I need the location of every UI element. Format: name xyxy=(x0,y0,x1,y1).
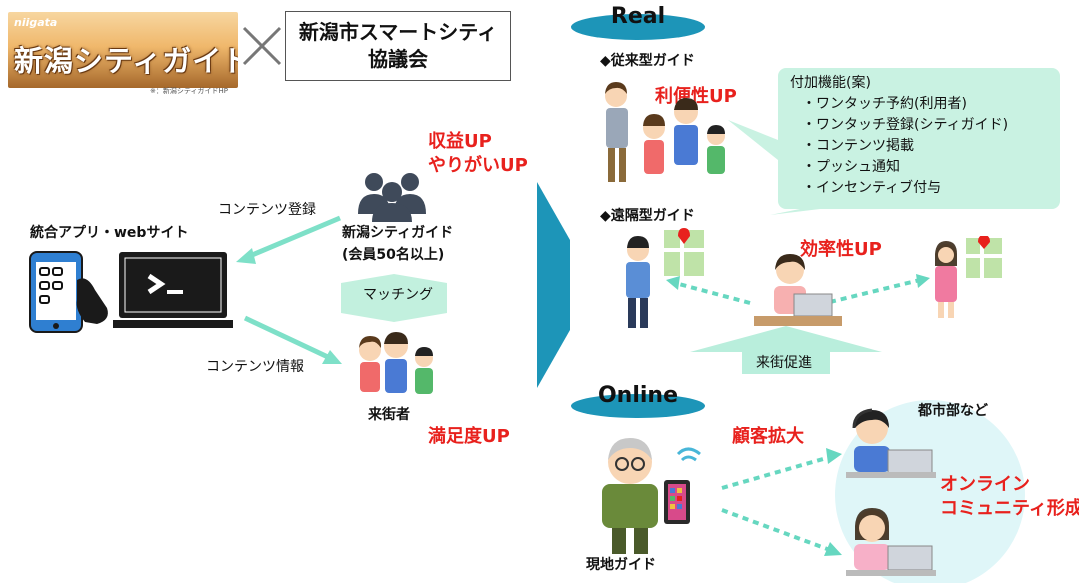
profit-up-label: 収益UP xyxy=(428,131,492,152)
visitors-label: 来街者 xyxy=(368,407,410,423)
urban-area-label: 都市部など xyxy=(918,403,988,419)
visitors-illustration xyxy=(359,332,433,394)
content-info-label: コンテンツ情報 xyxy=(206,359,304,375)
guide-name-line2: (会員50名以上) xyxy=(342,247,445,263)
online-arrow-upper xyxy=(721,455,831,490)
remote-guide-label: ◆遠隔型ガイド xyxy=(600,208,695,224)
remote-arrow-right xyxy=(829,278,921,304)
remote-guide-tourist-illustration xyxy=(626,228,704,328)
community-line1: オンライン xyxy=(940,474,1030,495)
council-line1: 新潟市スマートシティ xyxy=(298,20,498,44)
online-user-upper-illustration xyxy=(846,408,936,478)
content-register-arrow xyxy=(244,215,341,261)
laptop-terminal-icon xyxy=(113,252,233,328)
guide-name-line1: 新潟シティガイド xyxy=(342,225,454,241)
callout-item: ・ワンタッチ予約(利用者) xyxy=(802,96,967,112)
online-user-lower-illustration xyxy=(846,508,936,576)
online-title: Online xyxy=(597,383,679,408)
remote-arrow-left xyxy=(674,281,751,305)
callout-item: ・コンテンツ掲載 xyxy=(802,138,914,154)
logo-source-note: ※：新潟シティガイドHP xyxy=(150,87,228,95)
efficiency-up-label: 効率性UP xyxy=(800,239,882,260)
remote-guide-operator-illustration xyxy=(754,254,842,326)
online-pill xyxy=(571,394,705,418)
visit-promotion-label: 来街促進 xyxy=(756,355,812,371)
matching-arrow xyxy=(341,274,447,322)
big-chevron-arrow xyxy=(537,182,570,388)
cross-icon xyxy=(242,26,282,66)
council-line2: 協議会 xyxy=(368,47,428,71)
content-info-arrow xyxy=(243,315,332,361)
convenience-up-label: 利便性UP xyxy=(655,86,737,107)
additional-features-callout: 付加機能(案) ・ワンタッチ予約(利用者) ・ワンタッチ登録(シティガイド) ・… xyxy=(778,68,1060,209)
remote-tourist-woman-illustration xyxy=(935,236,1002,318)
guide-group-icon xyxy=(358,173,426,222)
callout-item: ・プッシュ通知 xyxy=(802,159,900,175)
motivation-up-label: やりがいUP xyxy=(428,155,528,176)
logo-main-text: 新潟シティガイド xyxy=(14,44,238,78)
local-guide-illustration xyxy=(602,438,701,554)
niigata-city-guide-logo: niigata 新潟シティガイド xyxy=(8,12,238,88)
matching-label: マッチング xyxy=(363,287,433,303)
conventional-guide-label: ◆従来型ガイド xyxy=(600,53,695,69)
real-pill xyxy=(571,14,705,40)
callout-pointer-top xyxy=(728,120,778,160)
app-label: 統合アプリ・webサイト xyxy=(30,225,189,241)
callout-pointer-bottom xyxy=(770,209,820,215)
customer-expansion-label: 顧客拡大 xyxy=(732,426,804,447)
content-register-label: コンテンツ登録 xyxy=(218,202,316,218)
satisfaction-up-label: 満足度UP xyxy=(428,426,510,447)
real-title: Real xyxy=(610,4,666,29)
visit-promotion-arrow xyxy=(690,326,882,374)
smartphone-icon xyxy=(29,251,108,333)
community-line2: コミュニティ形成 xyxy=(940,498,1079,519)
callout-item: ・インセンティブ付与 xyxy=(802,180,942,196)
conventional-guide-illustration xyxy=(605,82,725,182)
callout-title: 付加機能(案) xyxy=(790,75,871,91)
logo-small-text: niigata xyxy=(14,16,58,29)
callout-item: ・ワンタッチ登録(シティガイド) xyxy=(802,117,1009,133)
local-guide-label: 現地ガイド xyxy=(586,557,656,573)
smart-city-council-box: 新潟市スマートシティ 協議会 xyxy=(285,11,511,81)
online-arrow-lower xyxy=(721,508,831,552)
